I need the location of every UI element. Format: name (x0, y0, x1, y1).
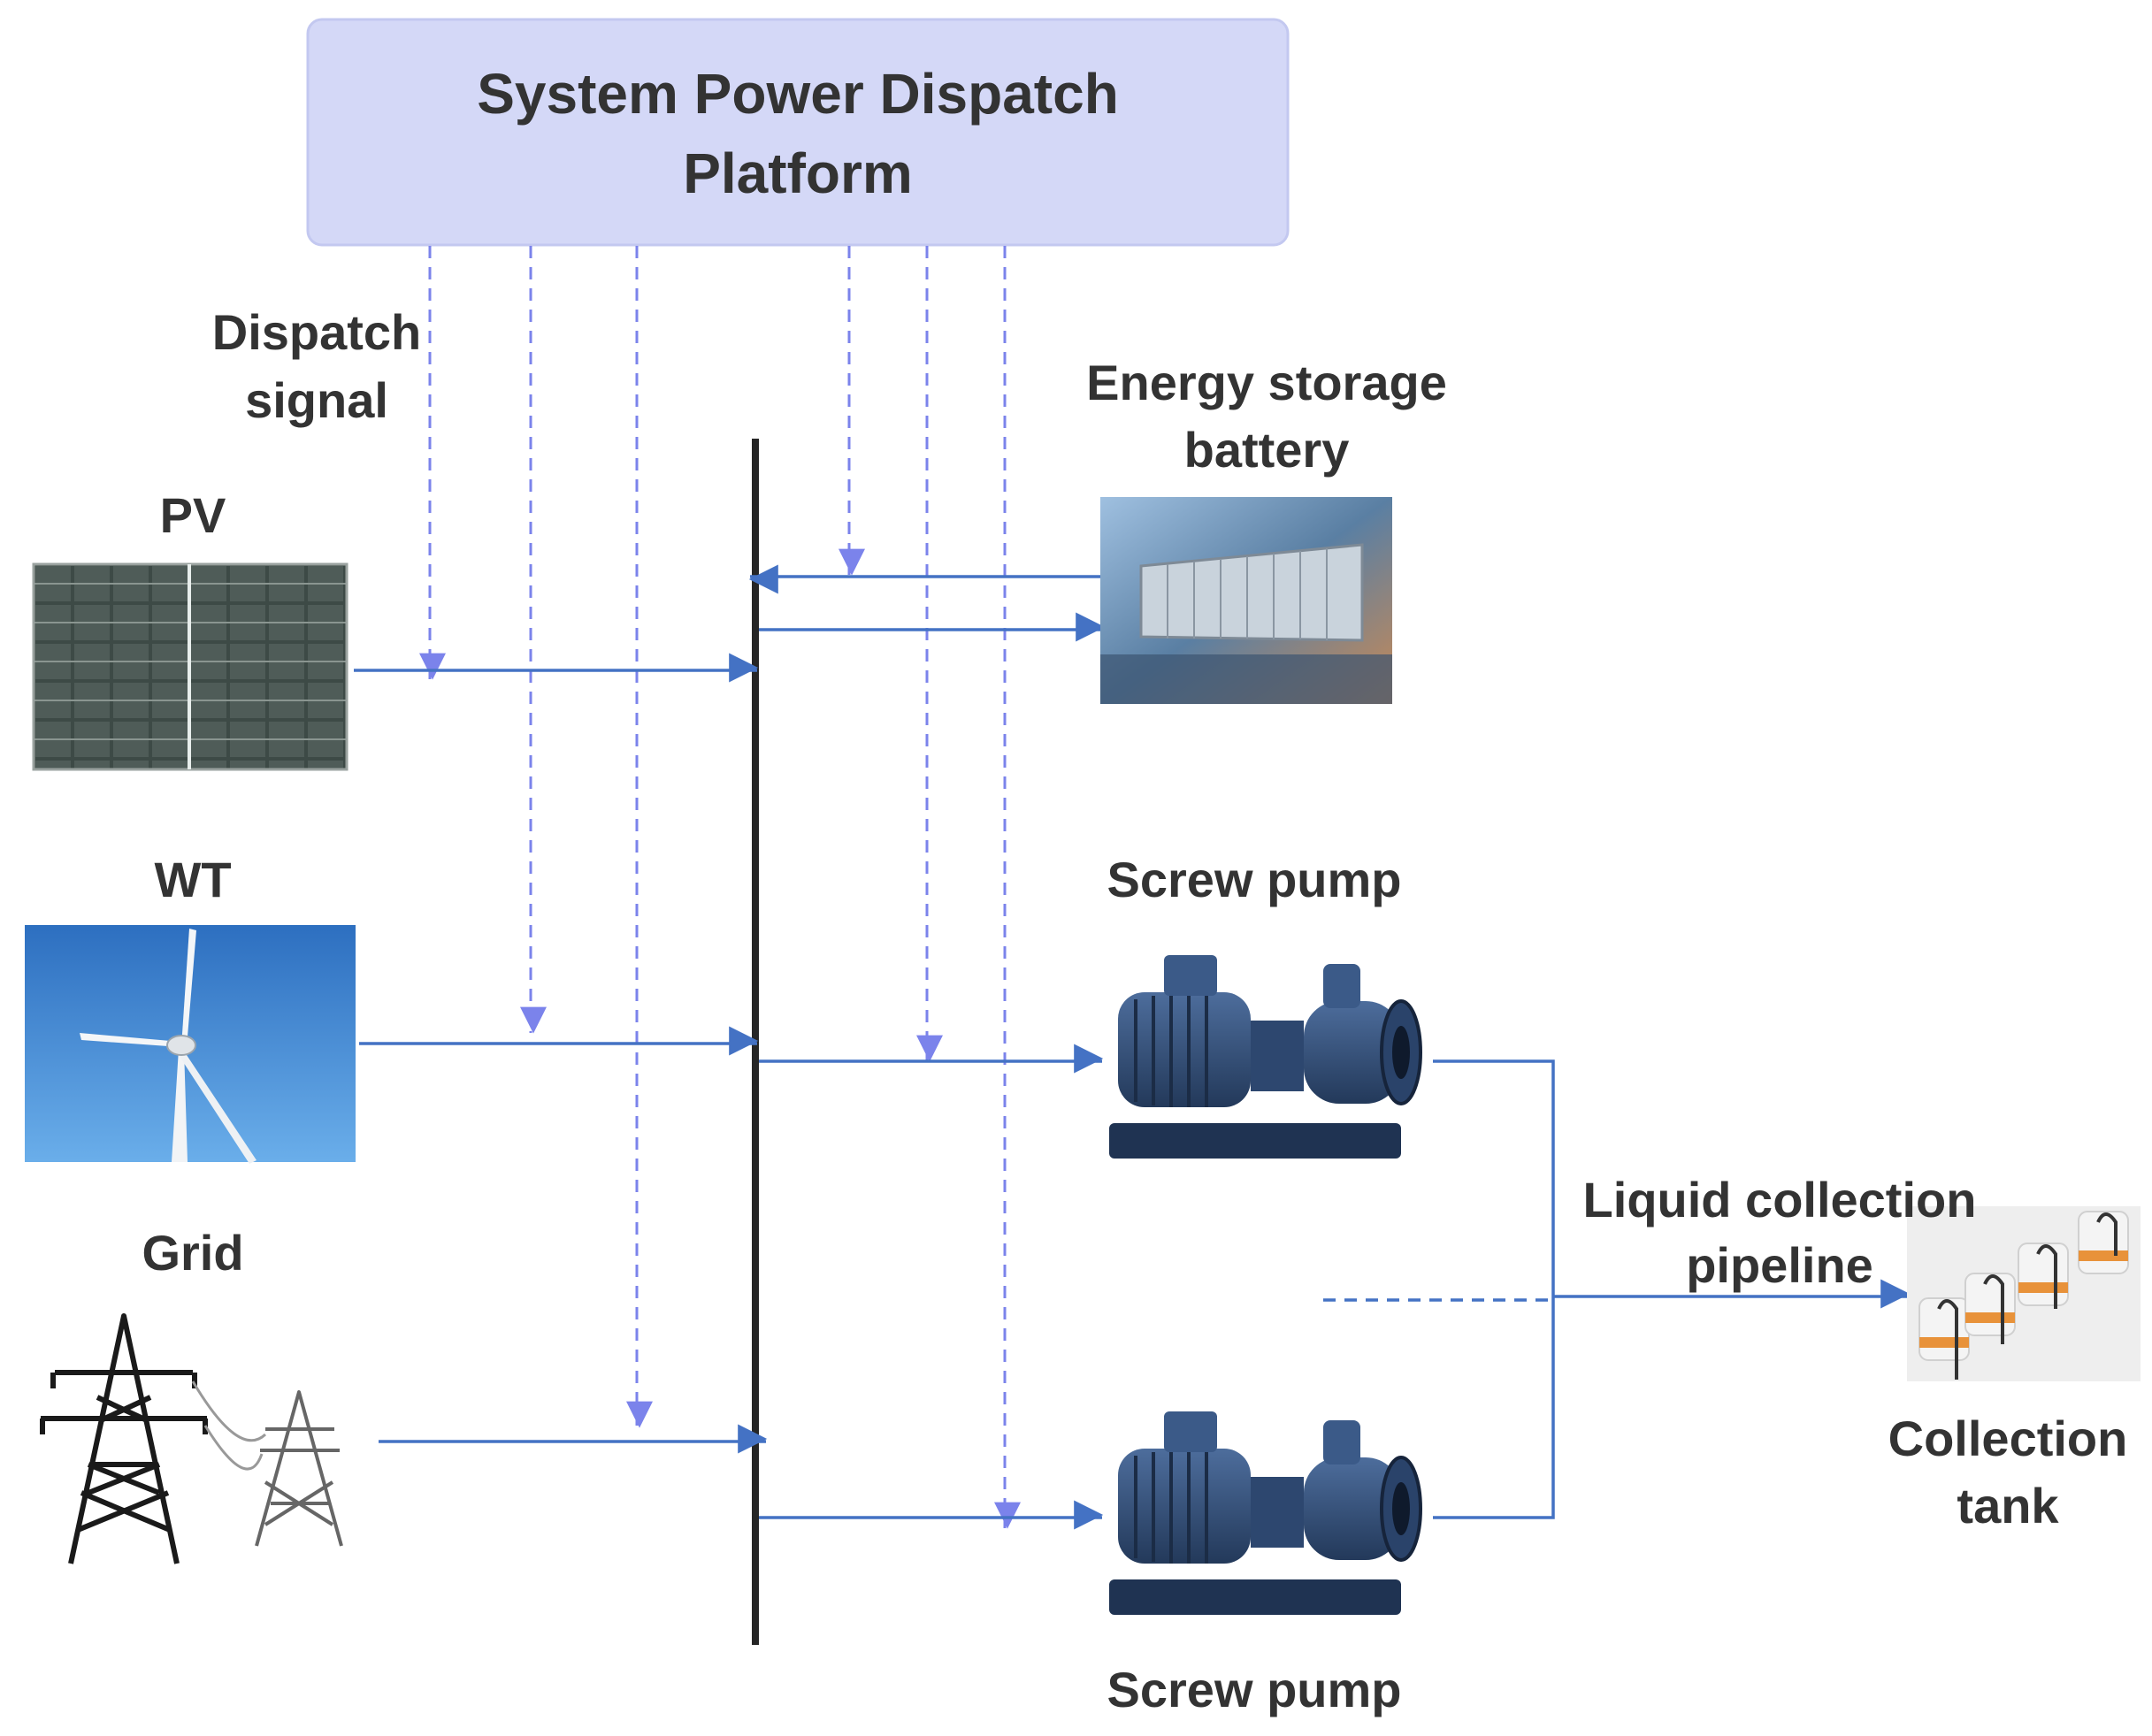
dispatch-signal-lines (419, 246, 1021, 1529)
dispatch-signal-label-line1: Dispatch (212, 304, 422, 360)
wind-turbine-icon (25, 925, 356, 1164)
collection-tank-icon (1907, 1206, 2141, 1381)
platform-title-line1: System Power Dispatch (477, 62, 1119, 126)
battery-container-icon (1100, 497, 1392, 704)
solar-panel-icon (32, 562, 348, 771)
pipeline-label-line1: Liquid collection (1583, 1172, 1977, 1227)
tank-label-line1: Collection (1888, 1411, 2128, 1466)
power-lines (354, 564, 1911, 1530)
pump-top-label: Screw pump (1107, 852, 1402, 907)
dispatch-signal-label-line2: signal (245, 372, 388, 428)
dispatch-platform-box (306, 18, 1290, 247)
transmission-tower-icon (40, 1313, 343, 1564)
wt-label: WT (154, 852, 231, 907)
battery-label-line2: battery (1184, 422, 1350, 478)
pipeline-label-line2: pipeline (1686, 1237, 1873, 1293)
screw-pump-icon (1109, 955, 1422, 1159)
pv-label: PV (160, 487, 226, 543)
platform-title-line2: Platform (683, 141, 913, 205)
grid-label: Grid (142, 1225, 243, 1281)
pump-top-outlet-pipe (1433, 1059, 1555, 1519)
battery-label-line1: Energy storage (1086, 355, 1447, 410)
pump-bottom-label: Screw pump (1107, 1662, 1402, 1717)
screw-pump-icon (1109, 1411, 1422, 1615)
tank-label-line2: tank (1957, 1478, 2059, 1533)
